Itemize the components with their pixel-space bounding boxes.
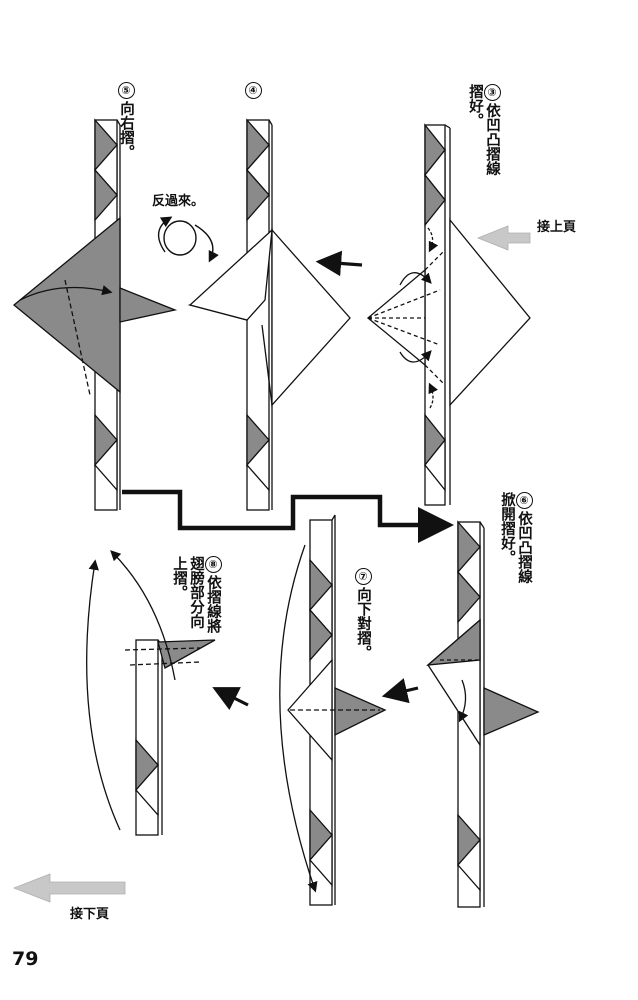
flip-symbol (157, 216, 219, 263)
step3-figure (366, 123, 531, 506)
step4-figure (187, 118, 351, 511)
step3-label: ③依凹凸摺線摺好。 (466, 84, 501, 184)
step5-figure (12, 118, 178, 511)
zigzag-connector (122, 489, 454, 543)
flip-label: 反過來。 (152, 194, 205, 209)
step-arrow-3-4 (315, 250, 363, 277)
step5-text: 向右摺。 (118, 101, 134, 159)
step3-text: 依凹凸摺線摺好。 (467, 84, 500, 176)
step6-number: ⑥ (515, 492, 533, 509)
continue-from-arrow (476, 225, 531, 251)
step6-text: 依凹凸摺線掀開摺好。 (499, 492, 532, 584)
step7-label: ⑦ 向下對摺。 (354, 568, 372, 660)
page-number: 79 (12, 948, 39, 970)
continue-from-label: 接上頁 (537, 220, 577, 235)
step8-label: ⑧依摺線將翅膀部分向上摺。 (170, 556, 222, 636)
continue-to-label: 接下頁 (70, 907, 110, 922)
continue-to-arrow (12, 873, 126, 903)
step8-text: 依摺線將翅膀部分向上摺。 (171, 556, 221, 633)
step5-label: ⑤ 向右摺。 (117, 82, 135, 159)
step-arrow-7-8 (212, 687, 249, 711)
step4-label: ④ (244, 82, 262, 101)
step7-figure (279, 514, 387, 906)
step4-number: ④ (244, 82, 262, 99)
step3-number: ③ (483, 84, 501, 101)
step8-number: ⑧ (204, 556, 222, 573)
step7-text: 向下對摺。 (355, 587, 371, 660)
step5-number: ⑤ (117, 82, 135, 99)
step6-label: ⑥依凹凸摺線掀開摺好。 (498, 492, 533, 592)
step8-figure (86, 550, 216, 836)
step6-figure (426, 520, 540, 908)
step7-number: ⑦ (354, 568, 372, 585)
step-arrow-6-7 (381, 678, 419, 704)
